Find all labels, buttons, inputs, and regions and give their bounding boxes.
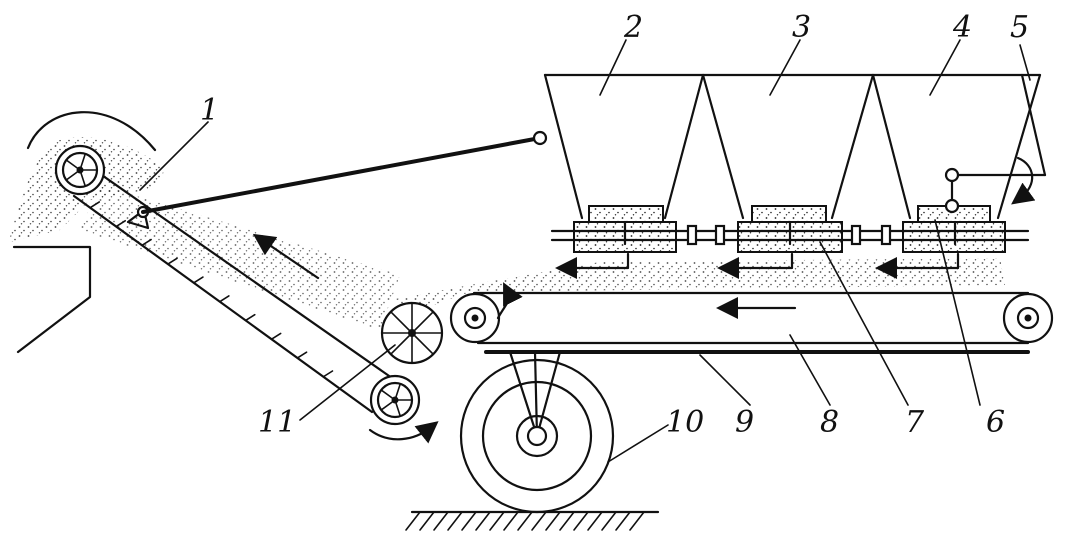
elevator-tooth <box>244 313 256 322</box>
callout-4: 4 <box>952 10 972 45</box>
elevator-tooth <box>141 238 152 247</box>
ground-hatch-line <box>615 511 631 531</box>
feeder-1 <box>573 205 677 253</box>
ground-hatch-line <box>517 511 533 531</box>
callout-2: 2 <box>623 10 643 45</box>
callout-8: 8 <box>820 405 839 440</box>
pulley-guard <box>26 111 157 152</box>
shaft-couplings <box>686 224 892 246</box>
conveyor-left-pulley <box>449 292 501 344</box>
ground-hatch-line <box>419 511 435 531</box>
road-wheel <box>459 350 615 514</box>
impeller-blade <box>389 332 413 356</box>
callout-11: 11 <box>258 405 296 440</box>
ground-hatch-line <box>461 511 477 531</box>
hoppers <box>543 73 1042 220</box>
elevator-tooth <box>270 332 282 340</box>
pulley-spoke <box>79 169 87 187</box>
ground-hatch-line <box>433 511 449 531</box>
pulley-spoke <box>380 389 396 401</box>
pulley-spoke <box>65 159 81 171</box>
leader-lines <box>139 39 1031 463</box>
ground-hatch-line <box>559 511 575 531</box>
brace-rod <box>141 130 548 214</box>
elevator-bottom-pulley <box>369 374 421 426</box>
impeller-blade <box>389 310 413 334</box>
callout-7: 7 <box>905 405 925 440</box>
callout-9: 9 <box>735 405 754 440</box>
ground-hatch-line <box>587 511 603 531</box>
elevator-tooth <box>296 351 308 359</box>
ground <box>405 510 660 531</box>
inclined-elevator <box>54 144 439 444</box>
ground-hatch-line <box>447 511 463 531</box>
ground-hatch-line <box>629 511 645 531</box>
elevator-tooth <box>322 370 334 378</box>
elevator-top-pulley <box>54 144 106 196</box>
pulley-spoke <box>380 399 396 411</box>
pulley-spoke <box>394 399 402 417</box>
pulley-spoke <box>79 153 87 171</box>
ground-hatch-line <box>573 511 589 531</box>
callout-10: 10 <box>666 405 704 440</box>
elevator-tooth <box>193 276 204 284</box>
impeller-blade <box>411 332 435 356</box>
ground-hatch-line <box>405 511 421 531</box>
callout-1: 1 <box>200 93 219 128</box>
ground-hatch-line <box>489 511 505 531</box>
callout-5: 5 <box>1010 10 1029 45</box>
callout-3: 3 <box>792 10 811 45</box>
feeders <box>550 205 1030 279</box>
callout-6: 6 <box>986 405 1005 440</box>
ground-hatch-line <box>545 511 561 531</box>
flow-regulator-lever <box>944 73 1047 214</box>
pulley-spoke <box>65 169 81 181</box>
elevator-tooth <box>115 219 127 228</box>
pulley-spoke <box>394 383 402 401</box>
impeller-blade <box>411 310 435 334</box>
collecting-conveyor <box>449 282 1054 354</box>
conveyor-right-pulley <box>1002 292 1054 344</box>
feeder-2 <box>737 205 843 253</box>
elevator-tooth <box>167 257 178 265</box>
pivot-support <box>126 208 150 230</box>
ground-hatch-line <box>475 511 491 531</box>
elevator-tooth <box>89 201 101 209</box>
callouts: 1 2 3 4 5 6 7 8 9 10 11 <box>200 10 1029 440</box>
feeder-3 <box>902 205 1006 253</box>
ground-hatch-line <box>601 511 617 531</box>
ground-hatch-line <box>531 511 547 531</box>
impeller-wheel <box>380 301 444 365</box>
ground-hatch-line <box>503 511 519 531</box>
discharge-chute <box>12 245 92 354</box>
elevator-tooth <box>218 295 230 303</box>
